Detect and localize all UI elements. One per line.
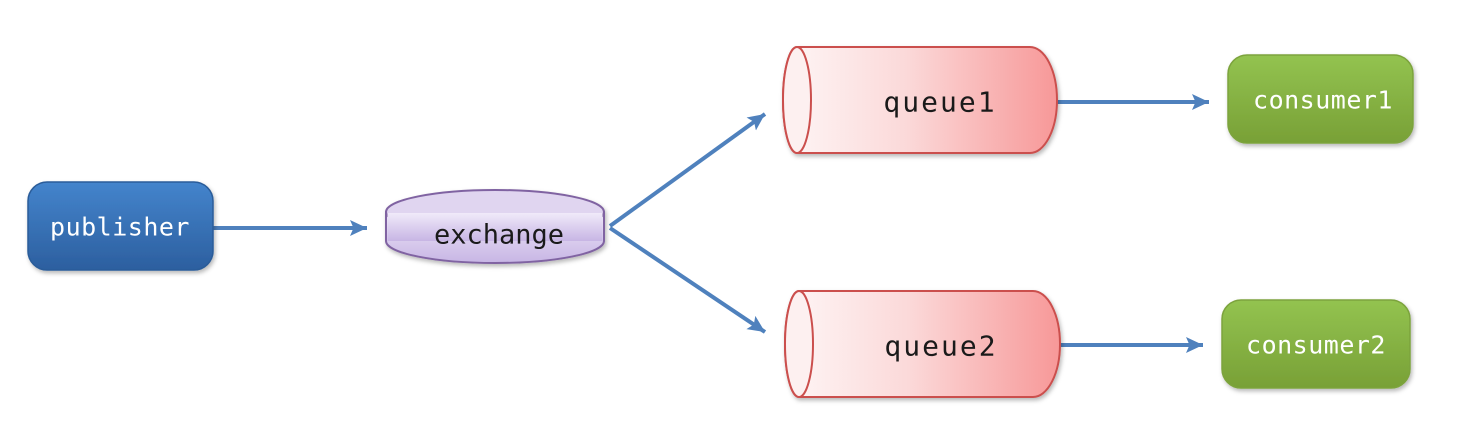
edge-exchange-queue2 bbox=[608, 226, 767, 334]
edge-exchange-queue1 bbox=[608, 112, 767, 228]
consumer2-node bbox=[1221, 299, 1411, 389]
exchange-node bbox=[385, 189, 605, 264]
queue2-node bbox=[784, 290, 1061, 398]
consumer1-node bbox=[1227, 54, 1414, 144]
queue1-node bbox=[782, 46, 1058, 154]
publisher-node bbox=[27, 181, 214, 271]
